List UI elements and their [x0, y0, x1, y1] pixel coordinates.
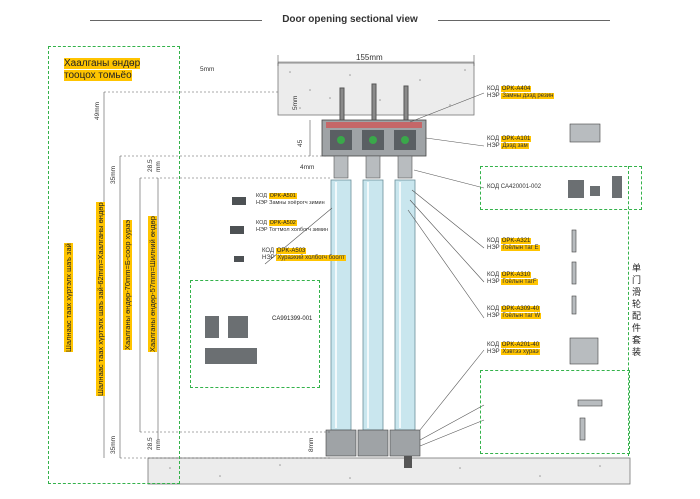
glass-panels	[330, 179, 416, 431]
dim-bottom-28-5: 28.5	[147, 437, 154, 450]
callout-a501: КОД OPK-A501 НЭР Замны хоёрогч зимин	[256, 193, 325, 206]
concrete-speckles	[289, 69, 466, 109]
lower-parts-box	[480, 370, 630, 454]
dim-right-5mm: 5mm	[292, 95, 299, 110]
title-rule-right	[438, 20, 610, 21]
bottom-rails	[325, 429, 421, 457]
formula-heading: Хаалганы өндөр тооцох томьёо	[64, 58, 141, 82]
callout-a310: КОД OPK-A310 НЭР Гоёлын тагF	[487, 272, 538, 285]
callout-a321: КОД OPK-A321 НЭР Гоёлын таг Е	[487, 238, 540, 251]
floor-block	[147, 457, 631, 485]
formula-box	[48, 46, 180, 484]
leader-lines	[264, 92, 485, 447]
dim-35mm: 35mm	[110, 165, 117, 184]
callout-a404: КОД OPK-A404 НЭР Замны дээд резин	[487, 86, 555, 99]
callout-a201: КОД OPK-A201-40 НЭР Хэвтээ хураэ	[487, 342, 541, 355]
page-title: Door opening sectional view	[282, 14, 418, 25]
profile-drawings	[569, 123, 603, 441]
dim-28-5-unit: mm	[155, 161, 162, 172]
small-parts	[230, 197, 246, 262]
kit-parts-left	[205, 316, 257, 364]
dim-lines	[103, 91, 330, 459]
chinese-kit-label: 单门滑轮配件套装	[632, 263, 642, 357]
formula-3: Хаалганы өндөр-70mm=Б-соор хураэ	[123, 219, 132, 350]
hangers	[333, 155, 413, 179]
callout-a309: КОД OPK-A309-40 НЭР Гоёлын таг W	[487, 306, 542, 319]
heading-line-2: тооцох томьёо	[64, 70, 132, 81]
formula-4: Хаалганы өндөр-57mm=Шилний өндөр	[148, 216, 157, 352]
dim-4mm: 4mm	[300, 164, 315, 171]
callout-a502: КОД OPK-A502 НЭР Тогтмол холбогч зимин	[256, 220, 329, 233]
dim-49mm: 49mm	[94, 101, 101, 120]
formula-2: Шалнаас таах хүртэлх шаъ зай-62mm=Хаалга…	[96, 202, 105, 396]
callout-a101: КОД OPK-A101 НЭР Дээд зам	[487, 136, 532, 149]
kit-code: CA991399-001	[272, 316, 313, 322]
side-bracket	[628, 166, 629, 456]
dim-bottom-28-5-unit: mm	[155, 439, 162, 450]
dim-28-5: 28.5	[147, 159, 154, 172]
dim-45: 45	[297, 139, 304, 147]
dim-top-5mm: 5mm	[200, 66, 215, 73]
title-rule-left	[90, 20, 262, 21]
heading-line-1: Хаалганы өндөр	[64, 58, 141, 69]
floor-speckles	[169, 464, 601, 479]
formula-1: Шалнаас таах хүртэлх шаъ зай	[64, 243, 73, 352]
callout-ca420001: КОД CA420001-002	[487, 184, 542, 190]
dim-width: 155mm	[356, 53, 383, 62]
dim-bottom-35mm: 35mm	[110, 435, 117, 454]
kit-box-left	[190, 280, 320, 388]
callout-a503: КОД OPK-A503 НЭР Хураэхий холбогч боолт	[262, 248, 346, 261]
kit-parts-right	[568, 176, 622, 198]
kit-box-right	[480, 166, 642, 210]
dim-bottom-8mm: 8mm	[308, 437, 315, 452]
